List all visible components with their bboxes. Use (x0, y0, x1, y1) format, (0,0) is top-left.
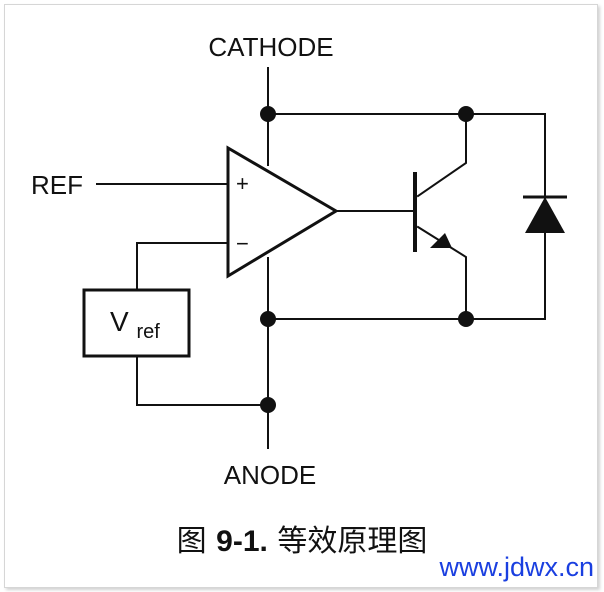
collector-wire (416, 113, 467, 198)
caption-prefix: 图 (176, 524, 217, 559)
junction-dot (260, 311, 276, 327)
cathode-label: CATHODE (208, 32, 333, 62)
opamp-minus-label: − (236, 231, 249, 256)
caption-number: 9-1. (216, 525, 268, 558)
watermark: www.jdwx.cn (439, 552, 594, 582)
junction-dot (260, 397, 276, 413)
caption-title: 等效原理图 (267, 524, 428, 559)
junction-dot (458, 106, 474, 122)
emitter-wire (416, 225, 467, 320)
junction-dot (458, 311, 474, 327)
diode-symbol (525, 197, 565, 233)
vref-label-main: V (110, 306, 129, 337)
figure-caption: 图 9-1. 等效原理图 (0, 516, 604, 560)
junction-dot (260, 106, 276, 122)
opamp-symbol (226, 145, 339, 279)
ref-label: REF (31, 170, 83, 200)
vref-bottom-wire (136, 355, 269, 406)
opamp-plus-label: + (236, 171, 249, 196)
vref-top-wire (136, 242, 229, 291)
vref-box (82, 288, 191, 358)
anode-label: ANODE (224, 460, 316, 490)
vref-label: V ref (110, 306, 160, 343)
emitter-arrow-icon (430, 233, 452, 248)
vref-label-sub: ref (136, 321, 160, 343)
